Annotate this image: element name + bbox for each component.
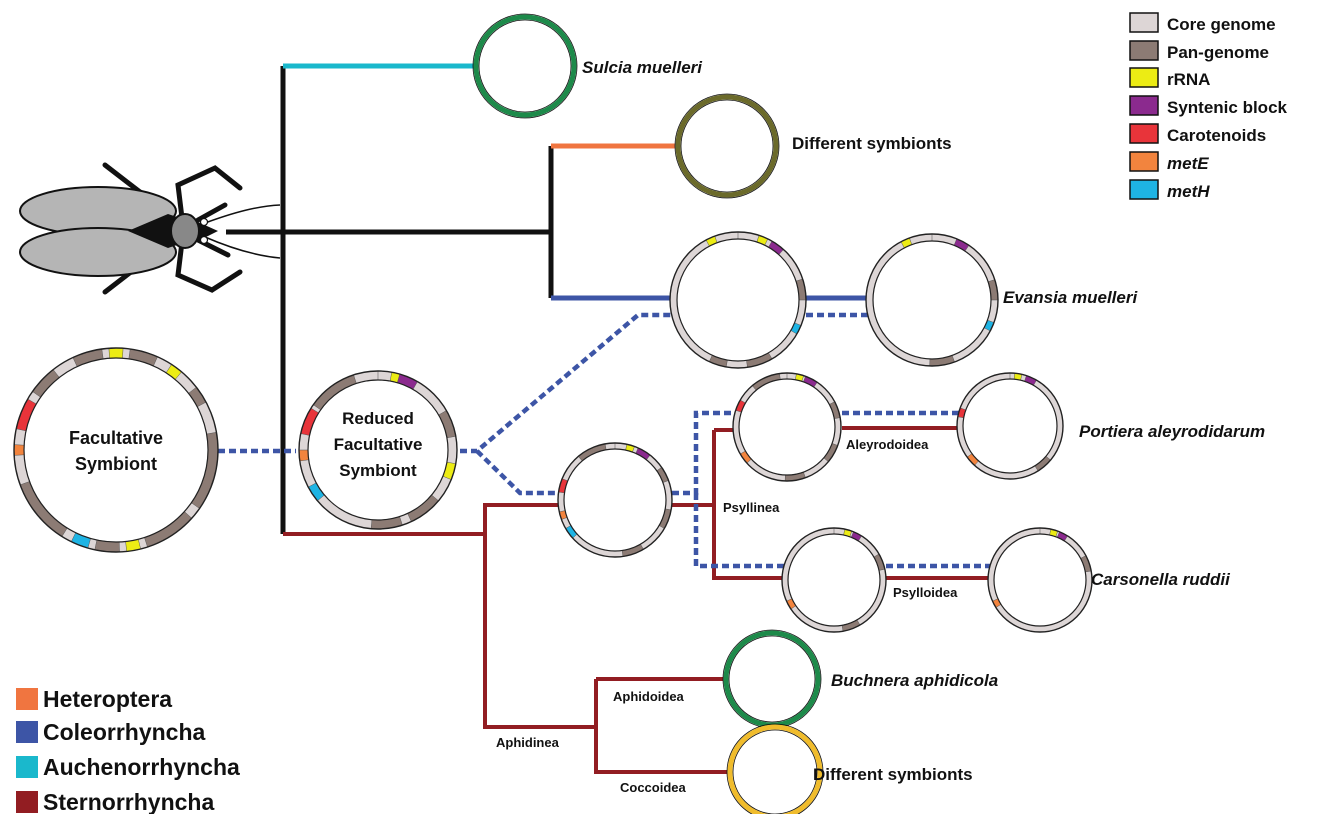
legend-label-rrna: rRNA (1167, 70, 1210, 89)
reduced-label-2: Facultative (334, 435, 423, 454)
carsonella-label: Carsonella ruddii (1091, 570, 1231, 589)
sternorrhyncha-ancestor-genome (557, 442, 673, 558)
legend-label-carotenoids: Carotenoids (1167, 126, 1266, 145)
psylloidea-ancestor-genome (781, 527, 887, 633)
insect-icon (19, 162, 281, 295)
legend-label-pan-genome: Pan-genome (1167, 43, 1269, 62)
evansia-ancestor-genome (669, 231, 807, 369)
legend-swatch-heteroptera (16, 688, 38, 710)
legend-swatch-coleorrhyncha (16, 721, 38, 743)
host-legend: Heteroptera Coleorrhyncha Auchenorrhynch… (16, 686, 240, 814)
aphidinea-label: Aphidinea (496, 735, 560, 750)
carsonella-genome (987, 527, 1093, 633)
buchnera-label: Buchnera aphidicola (831, 671, 998, 690)
different-symbionts-1-genome (674, 93, 780, 199)
facultative-lineage (218, 312, 992, 569)
legend-swatch-syntenic-block (1129, 95, 1159, 116)
sulcia-genome (472, 13, 578, 119)
facultative-symbiont-genome (13, 347, 219, 553)
psyllinea-ancestor-genome (732, 372, 842, 482)
reduced-label-3: Symbiont (339, 461, 417, 480)
legend-swatch-rrna (1129, 67, 1159, 88)
legend-swatch-pan-genome (1129, 40, 1159, 61)
portiera-genome (956, 372, 1064, 480)
legend-swatch-meth (1129, 179, 1159, 200)
different-symbionts-2-genome (726, 723, 824, 814)
buchnera-genome (722, 629, 822, 729)
aleyrodoidea-label: Aleyrodoidea (846, 437, 929, 452)
legend-label-auchenorrhyncha: Auchenorrhyncha (43, 754, 240, 780)
legend-swatch-carotenoids (1129, 123, 1159, 144)
legend-label-syntenic-block: Syntenic block (1167, 98, 1288, 117)
evansia-label: Evansia muelleri (1003, 288, 1138, 307)
legend-label-coleorrhyncha: Coleorrhyncha (43, 719, 206, 745)
legend-swatch-auchenorrhyncha (16, 756, 38, 778)
evansia-genome (865, 233, 999, 367)
legend-label-meth: metH (1167, 182, 1210, 201)
legend-label-mete: metE (1167, 154, 1209, 173)
sternorrhyncha-tree (283, 426, 992, 774)
legend-swatch-sternorrhyncha (16, 791, 38, 813)
different-symbionts-2-label: Different symbionts (813, 765, 973, 784)
portiera-label: Portiera aleyrodidarum (1079, 422, 1265, 441)
legend-label-core-genome: Core genome (1167, 15, 1276, 34)
sulcia-label: Sulcia muelleri (582, 58, 703, 77)
aphidoidea-label: Aphidoidea (613, 689, 685, 704)
reduced-facultative-genome (298, 370, 458, 530)
reduced-label-1: Reduced (342, 409, 414, 428)
legend-swatch-mete (1129, 151, 1159, 172)
host-tree (226, 66, 554, 534)
coccoidea-label: Coccoidea (620, 780, 687, 795)
different-symbionts-1-label: Different symbionts (792, 134, 952, 153)
legend-label-sternorrhyncha: Sternorrhyncha (43, 789, 214, 814)
genome-legend: Core genome Pan-genome rRNA Syntenic blo… (1129, 12, 1288, 201)
facultative-label-2: Symbiont (75, 454, 157, 474)
legend-label-heteroptera: Heteroptera (43, 686, 172, 712)
facultative-label-1: Facultative (69, 428, 163, 448)
psyllinea-label: Psyllinea (723, 500, 780, 515)
legend-swatch-core-genome (1129, 12, 1159, 33)
psylloidea-label: Psylloidea (893, 585, 958, 600)
